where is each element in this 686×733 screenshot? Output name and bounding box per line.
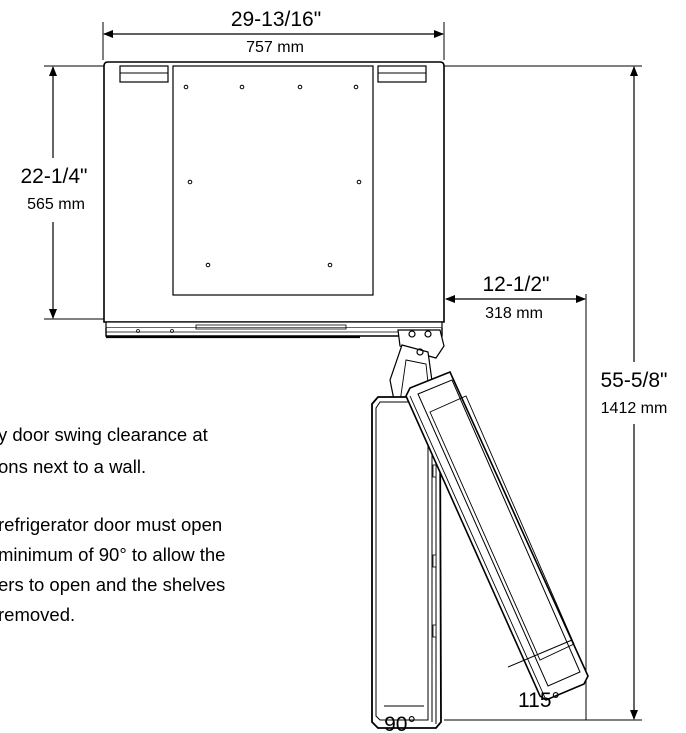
side-clearance-mm-label: 318 mm — [485, 305, 543, 322]
swing-depth-mm-label: 1412 mm — [601, 400, 668, 417]
note-line-3: refrigerator door must open — [0, 514, 223, 535]
width-inches-label: 29-13/16" — [231, 8, 321, 31]
note-line-4: minimum of 90° to allow the — [0, 544, 226, 565]
note-line-6: removed. — [0, 604, 76, 625]
note-line-2: ons next to a wall. — [0, 456, 147, 477]
refrigerator-top-view — [103, 61, 445, 339]
side-clearance-inches-label: 12-1/2" — [483, 273, 550, 296]
angle-90-label: 90° — [384, 713, 416, 733]
note-line-5: ers to open and the shelves — [0, 574, 226, 595]
depth-inches-label: 22-1/4" — [21, 165, 88, 188]
depth-mm-label: 565 mm — [27, 196, 85, 213]
door-open-115 — [405, 370, 589, 701]
depth-dimension: 22-1/4" 565 mm — [2, 65, 104, 320]
angle-labels: 115° 90° — [384, 689, 560, 733]
swing-depth-inches-label: 55-5/8" — [601, 369, 668, 392]
width-mm-label: 757 mm — [246, 39, 304, 56]
angle-115-label: 115° — [518, 689, 560, 712]
width-dimension: 29-13/16" 757 mm — [102, 8, 445, 60]
note-line-1: y door swing clearance at — [0, 424, 208, 445]
side-clearance-dimension: 12-1/2" 318 mm — [445, 273, 587, 720]
swing-depth-dimension: 55-5/8" 1412 mm — [444, 65, 684, 721]
